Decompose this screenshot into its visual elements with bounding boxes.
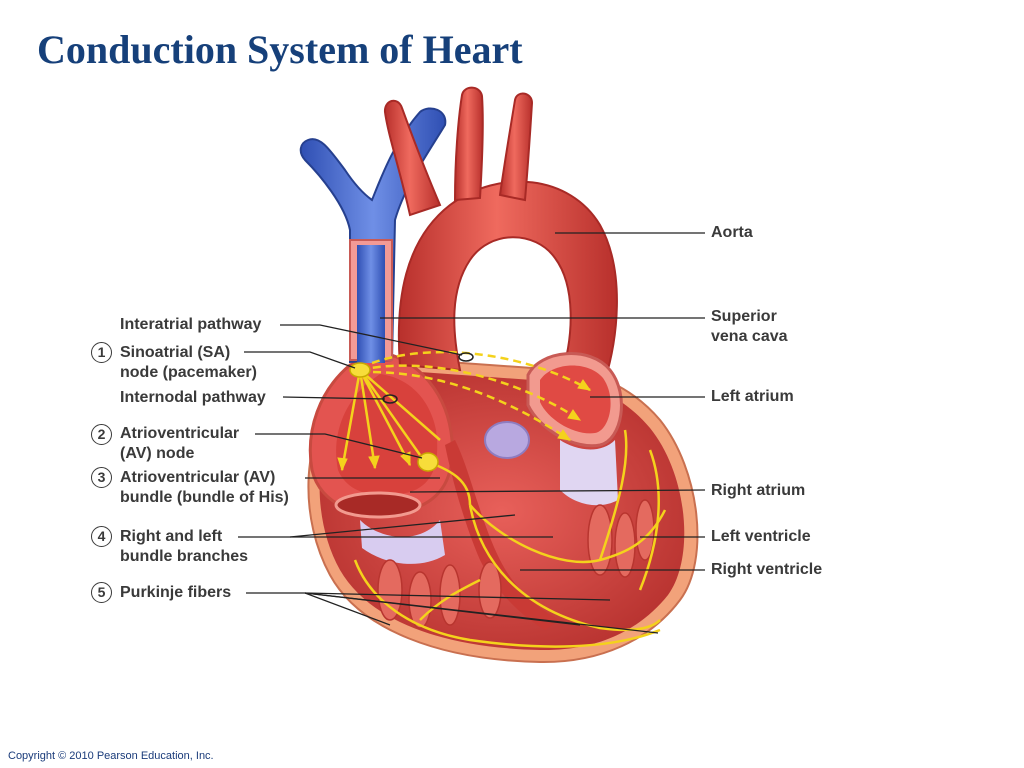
label-bundle-branches-line2: bundle branches <box>120 548 249 565</box>
label-av-node-line1: Atrioventricular <box>120 425 240 442</box>
interventricular-septum <box>445 440 560 630</box>
step-number-2: 2 <box>91 424 112 445</box>
label-sa-node-line2: node (pacemaker) <box>120 364 257 381</box>
label-internodal-pathway: Internodal pathway <box>120 389 266 406</box>
step-number-3: 3 <box>91 467 112 488</box>
av-node <box>417 452 439 472</box>
step-number-4: 4 <box>91 526 112 547</box>
label-right-ventricle: Right ventricle <box>711 561 823 578</box>
step-number-1: 1 <box>91 342 112 363</box>
label-av-bundle-line2: bundle (bundle of His) <box>120 489 289 506</box>
label-left-ventricle: Left ventricle <box>711 528 811 545</box>
label-right-atrium: Right atrium <box>711 482 806 499</box>
label-sa-node-line1: Sinoatrial (SA) <box>120 344 231 361</box>
label-svc-line2: vena cava <box>711 328 788 345</box>
step-number-5: 5 <box>91 582 112 603</box>
label-left-atrium: Left atrium <box>711 388 794 405</box>
conduction-system <box>340 350 667 648</box>
pulmonary-valve <box>484 421 530 459</box>
leader-lines <box>238 232 706 634</box>
label-svc-line1: Superior <box>711 308 777 325</box>
label-interatrial-pathway: Interatrial pathway <box>120 316 262 333</box>
label-bundle-branches-line1: Right and left <box>120 528 223 545</box>
sa-node <box>349 362 371 378</box>
label-av-node-line2: (AV) node <box>120 445 195 462</box>
copyright-notice: Copyright © 2010 Pearson Education, Inc. <box>8 750 214 762</box>
page-title: Conduction System of Heart <box>37 27 523 72</box>
label-aorta: Aorta <box>711 224 753 241</box>
label-av-bundle-line1: Atrioventricular (AV) <box>120 469 276 486</box>
label-purkinje-fibers: Purkinje fibers <box>120 584 232 601</box>
coronary-sinus-opening <box>334 491 422 519</box>
